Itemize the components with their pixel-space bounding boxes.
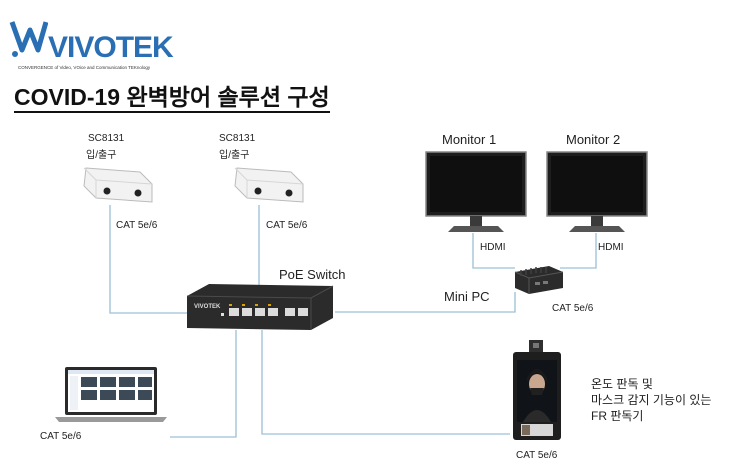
page-title: COVID-19 완벽방어 솔루션 구성 — [14, 84, 330, 113]
monitor-2-link-line — [560, 233, 597, 269]
fr-terminal-link-line — [261, 330, 510, 435]
camera-2-sensor-icon — [234, 167, 304, 203]
vivotek-logo: VIVOTEK CONVERGENCE of Video, VOice and … — [8, 14, 174, 70]
fr-description-line-3: FR 판독기 — [591, 409, 644, 423]
monitor-2-cable: HDMI — [598, 242, 624, 253]
monitor-1-cable: HDMI — [480, 242, 506, 253]
laptop-cable: CAT 5e/6 — [40, 431, 82, 442]
fr-description-line-1: 온도 판독 및 — [591, 377, 653, 391]
poe-switch-icon — [186, 284, 334, 330]
laptop-icon — [55, 367, 167, 422]
mini-pc-cable: CAT 5e/6 — [552, 303, 594, 314]
fr-description-line-2: 마스크 감지 기능이 있는 — [591, 393, 712, 407]
mini-pc-icon — [514, 266, 564, 294]
camera-1-link-line — [109, 205, 195, 314]
brand-tagline: CONVERGENCE of Video, VOice and Communic… — [18, 65, 151, 70]
laptop-link-line — [170, 330, 237, 438]
camera-1-sensor-icon — [83, 167, 153, 203]
switch-minipc-link-line — [335, 292, 516, 313]
monitor-1-label: Monitor 1 — [442, 132, 497, 147]
monitor-2-icon — [546, 151, 648, 232]
camera-1-cable: CAT 5e/6 — [116, 220, 158, 231]
camera-2-model: SC8131 — [219, 133, 256, 144]
monitor-1-icon — [425, 151, 527, 232]
camera-2-cable: CAT 5e/6 — [266, 220, 308, 231]
switch-brand-mark: VIVOTEK — [194, 304, 221, 310]
camera-1-role: 입/출구 — [86, 150, 117, 161]
mini-pc-label: Mini PC — [444, 289, 490, 304]
fr-terminal-cable: CAT 5e/6 — [516, 450, 558, 461]
monitor-2-label: Monitor 2 — [566, 132, 621, 147]
vivotek-emblem-icon — [9, 21, 48, 57]
camera-1-model: SC8131 — [88, 133, 125, 144]
fr-terminal-icon — [513, 340, 561, 440]
brand-name: VIVOTEK — [48, 31, 174, 64]
monitor-1-link-line — [472, 233, 515, 269]
poe-switch-label: PoE Switch — [279, 267, 346, 282]
camera-2-role: 입/출구 — [219, 150, 250, 161]
fr-terminal-description: 온도 판독 및 마스크 감지 기능이 있는 FR 판독기 — [591, 376, 711, 424]
